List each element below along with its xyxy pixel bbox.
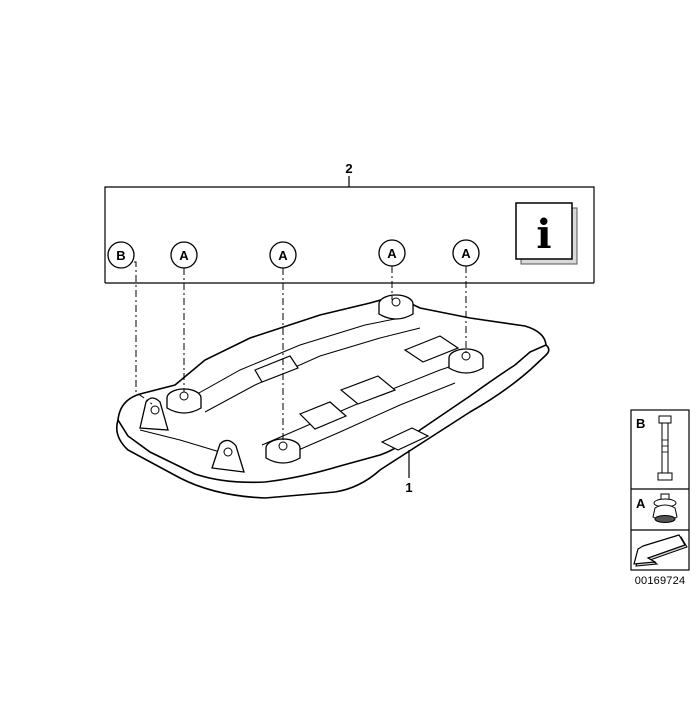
- part-number-1: 1: [405, 480, 412, 495]
- arrow-icon: [633, 534, 688, 567]
- leader-lines: [134, 261, 467, 442]
- info-icon: i: [515, 202, 578, 265]
- bolt-icon: [657, 415, 673, 481]
- callout-a-label: A: [278, 248, 288, 263]
- callout-circle-a: A: [170, 241, 198, 269]
- part-1-leader: 1: [405, 450, 413, 495]
- rubber-mount: [265, 438, 301, 464]
- callout-circle-a: A: [378, 239, 406, 267]
- rubber-mount: [166, 388, 202, 414]
- part-number-2: 2: [345, 161, 352, 176]
- callout-circle-b: B: [107, 241, 135, 269]
- reference-code: 00169724: [634, 575, 686, 587]
- skid-plate: [115, 294, 550, 499]
- callout-a-label: A: [461, 246, 471, 261]
- rubber-mount: [448, 348, 484, 374]
- kit-box: 2: [104, 161, 595, 284]
- callout-circle-a: A: [452, 239, 480, 267]
- callout-b-label: B: [116, 248, 125, 263]
- callout-a-label: A: [179, 248, 189, 263]
- callout-a-label: A: [387, 246, 397, 261]
- callout-circle-a: A: [269, 241, 297, 269]
- legend-panel: B A: [630, 409, 690, 571]
- legend-b-label: B: [636, 416, 645, 431]
- grommet-icon: [652, 493, 678, 523]
- legend-a-label: A: [636, 496, 646, 511]
- rubber-mount: [378, 294, 414, 320]
- info-icon-glyph: i: [536, 211, 551, 258]
